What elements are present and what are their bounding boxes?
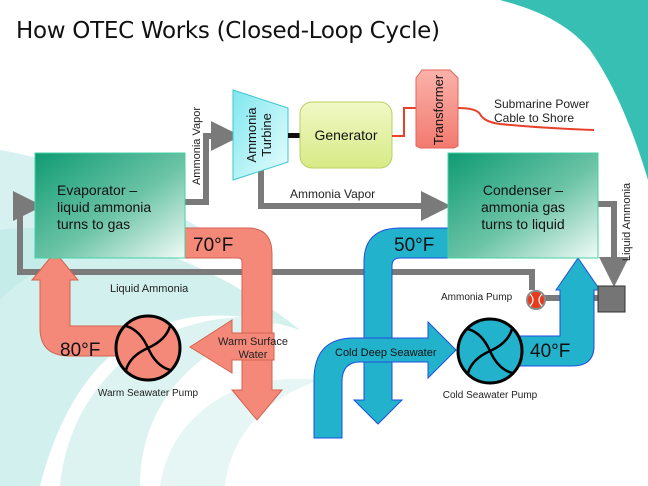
cold-pump-label: Cold Seawater Pump [443,390,538,401]
ammonia-pump-label: Ammonia Pump [441,292,513,303]
cold-pump-impeller-icon [466,327,514,375]
warm-surface-arrow [189,319,275,374]
liquid-return-pipe [13,191,535,290]
generator: Generator [299,101,393,169]
evaporator-label-1: Evaporator – [57,182,137,198]
page-title: How OTEC Works (Closed-Loop Cycle) [16,18,440,44]
generator-label: Generator [314,127,377,143]
turbine-shaft [288,133,300,138]
evaporator: Evaporator – liquid ammonia turns to gas [34,152,186,259]
warm-surface-label-1: Warm Surface [218,336,288,348]
ammonia-turbine: Ammonia Turbine [232,89,289,181]
turbine-label-2: Turbine [259,113,274,157]
cold-seawater-pump: Cold Seawater Pump [443,317,538,401]
condenser-label-3: turns to liquid [481,216,564,232]
ammonia-pump: Ammonia Pump [441,290,546,310]
warm-inflow-pipe [30,251,131,357]
cold-deep-inflow [313,320,457,439]
evaporator-label-3: turns to gas [57,216,130,232]
cable-label-2: Cable to Shore [494,111,574,125]
cold-outflow-pipe [352,227,449,425]
ammonia-collector [597,285,626,313]
turbine-label-1: Ammonia [244,107,259,163]
warm-outflow-pipe [184,227,284,421]
condenser: Condenser – ammonia gas turns to liquid [447,152,599,259]
liquid-return-label: Liquid Ammonia [110,283,189,295]
warm-seawater-pump: Warm Seawater Pump [98,314,199,399]
temp-warm-in: 80°F [60,340,100,361]
liquid-down-label: Liquid Ammonia [621,182,633,261]
submarine-cable [457,107,595,131]
warm-pump-label: Warm Seawater Pump [98,388,199,399]
vapor-pipe-across [258,170,451,221]
cold-water-loop [313,227,601,439]
condenser-label-2: ammonia gas [481,199,565,215]
vapor-pipe-up [180,121,241,205]
warm-surface-label-2: Water [239,349,268,361]
evaporator-label-2: liquid ammonia [57,199,151,215]
condenser-label-1: Condenser – [483,182,563,198]
warm-water-loop [30,227,284,421]
vapor-across-label: Ammonia Vapor [290,187,375,201]
vapor-up-label: Ammonia Vapor [191,107,203,185]
cable-label-1: Submarine Power [494,97,589,111]
temp-warm-out: 70°F [193,235,233,256]
liquid-pipe-down [598,201,629,287]
temp-cold-in: 40°F [530,341,570,362]
cold-inflow-to-condenser [519,257,601,367]
generator-cable [392,107,416,137]
transformer-label: Transformer [431,74,446,145]
warm-pump-impeller-icon [124,324,172,372]
transformer: Transformer [415,69,459,149]
cold-deep-label: Cold Deep Seawater [335,347,437,359]
temp-cold-out: 50°F [394,235,434,256]
